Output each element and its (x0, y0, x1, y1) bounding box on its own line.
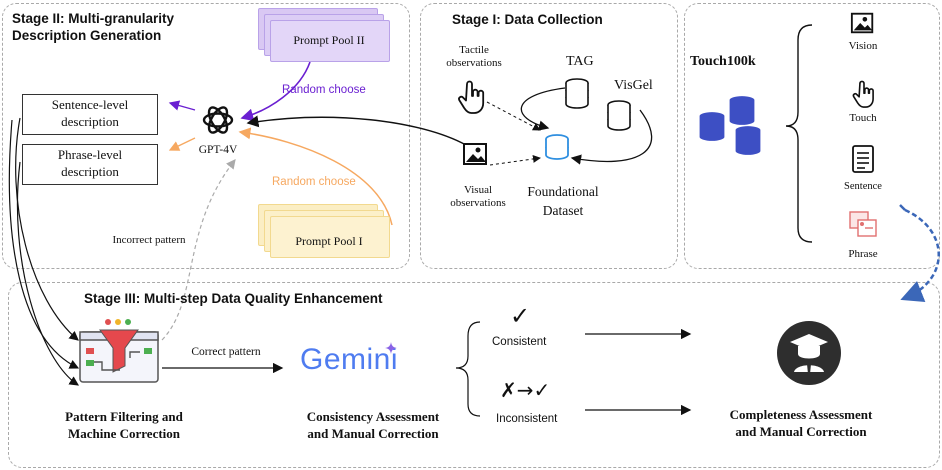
stage2-panel (2, 3, 410, 269)
tactile-line1: Tactile (459, 44, 489, 56)
foundational-dataset-label: Foundational Dataset (518, 182, 608, 220)
touch100k-database-stack (698, 94, 762, 157)
consistent-label: Consistent (492, 336, 547, 348)
completeness-line2: and Manual Correction (735, 424, 867, 439)
touch100k-title: Touch100k (690, 54, 756, 69)
incorrect-pattern-label: Incorrect pattern (112, 234, 186, 246)
random-choose-orange: Random choose (272, 176, 356, 188)
stage2-title-line2: Description Generation (12, 28, 162, 43)
inconsistent-fix-mark: ✗→✓ (500, 378, 551, 402)
sentence-level-description-box: Sentence-level description (22, 94, 158, 135)
gemini-sparkle-icon (385, 342, 397, 354)
tactile-line2: observations (446, 57, 502, 69)
tag-label: TAG (566, 54, 594, 69)
consistent-check-mark: ✓ (510, 302, 531, 330)
completeness-line1: Completeness Assessment (729, 407, 873, 422)
consistency-line2: and Manual Correction (307, 426, 439, 441)
tag-database-icon (565, 78, 589, 109)
random-choose-purple: Random choose (282, 84, 366, 96)
visual-line1: Visual (463, 184, 493, 196)
image-icon (463, 143, 487, 165)
sentence-desc-line2: description (61, 114, 119, 129)
stage2-title: Stage II: Multi-granularity Description … (12, 10, 174, 44)
completeness-assessment-label: Completeness Assessment and Manual Corre… (696, 406, 906, 440)
filter-funnel-icon (79, 319, 159, 383)
phrase-desc-line1: Phrase-level (57, 147, 123, 162)
phrase-desc-line2: description (61, 164, 119, 179)
stage3-panel (8, 282, 940, 468)
foundational-database-icon (545, 134, 569, 160)
tactile-observations-label: Tactile observations (434, 44, 514, 70)
visgel-database-icon (607, 100, 631, 131)
prompt-pool-1-label: Prompt Pool I (295, 234, 363, 248)
consistency-line1: Consistency Assessment (306, 409, 440, 424)
phrase-level-description-box: Phrase-level description (22, 144, 158, 185)
touch-label: Touch (849, 112, 877, 124)
prompt-pool-2-card-front (270, 20, 390, 62)
prompt-pool-1-card-front (270, 216, 390, 258)
visual-observations-label: Visual observations (438, 184, 518, 210)
phrase-tag-icon (849, 211, 877, 237)
visgel-label: VisGel (614, 78, 653, 93)
sentence-desc-line1: Sentence-level (51, 97, 129, 112)
touch-hand-icon (458, 80, 485, 114)
inconsistent-label: Inconsistent (496, 413, 558, 425)
vision-image-icon (850, 12, 874, 34)
correct-pattern-label: Correct pattern (191, 346, 261, 358)
phrase-label: Phrase (848, 248, 878, 260)
pattern-line2: Machine Correction (67, 426, 181, 441)
gemini-logo: Gemini (300, 343, 399, 376)
visual-line2: observations (450, 197, 506, 209)
sentence-document-icon (852, 145, 874, 173)
gpt-4v-label: GPT-4V (198, 144, 238, 156)
foundational-line1: Foundational (527, 184, 599, 199)
openai-icon (202, 106, 234, 134)
consistency-assessment-label: Consistency Assessment and Manual Correc… (278, 408, 468, 442)
foundational-line2: Dataset (542, 203, 584, 218)
touch100k-panel (684, 3, 940, 269)
sentence-label: Sentence (844, 181, 882, 192)
graduate-reviewer-icon (777, 321, 841, 385)
touch-hand-icon-small (852, 80, 874, 108)
pattern-filtering-label: Pattern Filtering and Machine Correction (34, 408, 214, 442)
vision-label: Vision (848, 40, 878, 52)
stage3-title: Stage III: Multi-step Data Quality Enhan… (84, 291, 383, 306)
prompt-pool-2-label: Prompt Pool II (293, 33, 365, 47)
pattern-line1: Pattern Filtering and (65, 409, 183, 424)
stage2-title-line1: Stage II: Multi-granularity (12, 11, 175, 26)
stage1-panel (420, 3, 678, 269)
stage1-title: Stage I: Data Collection (452, 12, 603, 27)
